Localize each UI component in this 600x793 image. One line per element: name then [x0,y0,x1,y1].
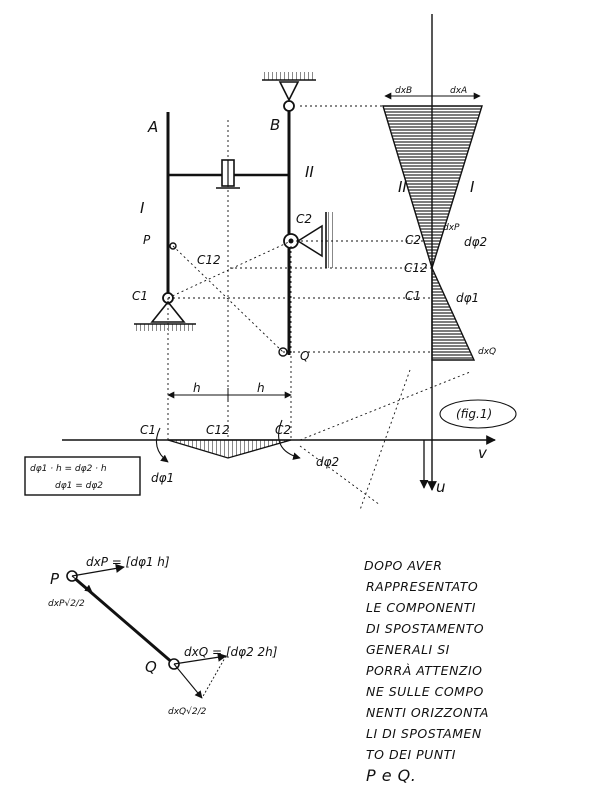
note-line: LE COMPONENTI [366,600,476,615]
label-dxq: dxQ [478,347,496,357]
lower-eq-dxq: dxQ = [dφ2 2h] [184,645,278,659]
label-dxp: dxP [443,223,460,233]
bar-pq [71,574,175,666]
label-diag-dphi2: dφ2 [464,235,487,249]
diagram-labels: dxB dxA II I dxP C2 dφ2 C12 C1 dφ1 dxQ [395,86,496,357]
lower-figure [66,563,227,699]
label-b-c2: C2 [275,423,291,437]
label-b-dphi2: dφ2 [316,455,339,469]
bottom-labels: C1 C12 C2 dφ1 dφ2 (fig.1) v u [140,407,492,496]
label-i: I [140,199,145,217]
upper-diagram [382,105,483,271]
note-line: NE SULLE COMPO [366,684,484,699]
lower-labels: P Q dxP = [dφ1 h] dxQ = [dφ2 2h] dxP√2/2… [48,555,278,717]
label-a: A [147,118,158,136]
lower-eq-dxp: dxP = [dφ1 h] [86,555,170,569]
label-h-right: h [257,381,265,395]
structure-labels: A B I II P Q C1 C2 C12 h h [132,116,314,395]
label-fig: (fig.1) [456,407,492,421]
label-ii: II [305,163,314,181]
lower-diagram [431,267,476,361]
lower-label-q: Q [145,658,157,676]
lower-label-p: P [50,570,60,588]
displacement-diagram [382,14,483,491]
label-v: v [478,444,488,462]
label-u: u [436,478,446,496]
note-line: LI DI SPOSTAMEN [366,726,482,741]
label-c12: C12 [197,253,221,267]
label-diag-c2: C2 [405,233,421,247]
equation-box: dφ1 · h = dφ2 · h dφ1 = dφ2 [24,456,141,496]
label-c1: C1 [132,289,148,303]
label-p: P [143,233,151,247]
label-b-c12: C12 [206,423,230,437]
bottom-diagram [62,399,517,489]
lower-label-dxp-diag: dxP√2/2 [48,598,85,609]
bottom-displacement [167,439,292,459]
frame-structure [134,72,471,511]
note-line: TO DEI PUNTI [366,747,456,762]
label-dxb: dxB [395,86,412,96]
note-line: PORRÀ ATTENZIO [366,663,483,678]
lower-label-dxq-diag: dxQ√2/2 [168,706,207,717]
label-b: B [270,116,280,134]
label-b-dphi1: dφ1 [151,471,174,485]
label-diag-dphi1: dφ1 [456,291,479,305]
note-line: DOPO AVER [364,558,442,573]
label-h-left: h [193,381,201,395]
label-diag-c12: C12 [404,261,428,275]
label-c2: C2 [296,212,312,226]
fig-bubble [439,399,517,429]
label-diag-i: I [470,178,475,196]
note-line: NENTI ORIZZONTA [366,705,489,720]
note-line: P e Q. [366,766,416,785]
note-line: RAPPRESENTATO [366,579,478,594]
label-q: Q [300,349,309,363]
label-dxa: dxA [450,86,467,96]
note-line: DI SPOSTAMENTO [366,621,484,636]
note-text: DOPO AVER RAPPRESENTATO LE COMPONENTI DI… [364,558,489,785]
label-diag-c1: C1 [405,289,421,303]
label-b-c1: C1 [140,423,156,437]
note-line: GENERALI SI [366,642,450,657]
equation-line2: dφ1 = dφ2 [55,481,103,491]
equation-line1: dφ1 · h = dφ2 · h [30,464,107,474]
hinge-top [283,100,295,112]
label-diag-ii: II [398,178,407,196]
